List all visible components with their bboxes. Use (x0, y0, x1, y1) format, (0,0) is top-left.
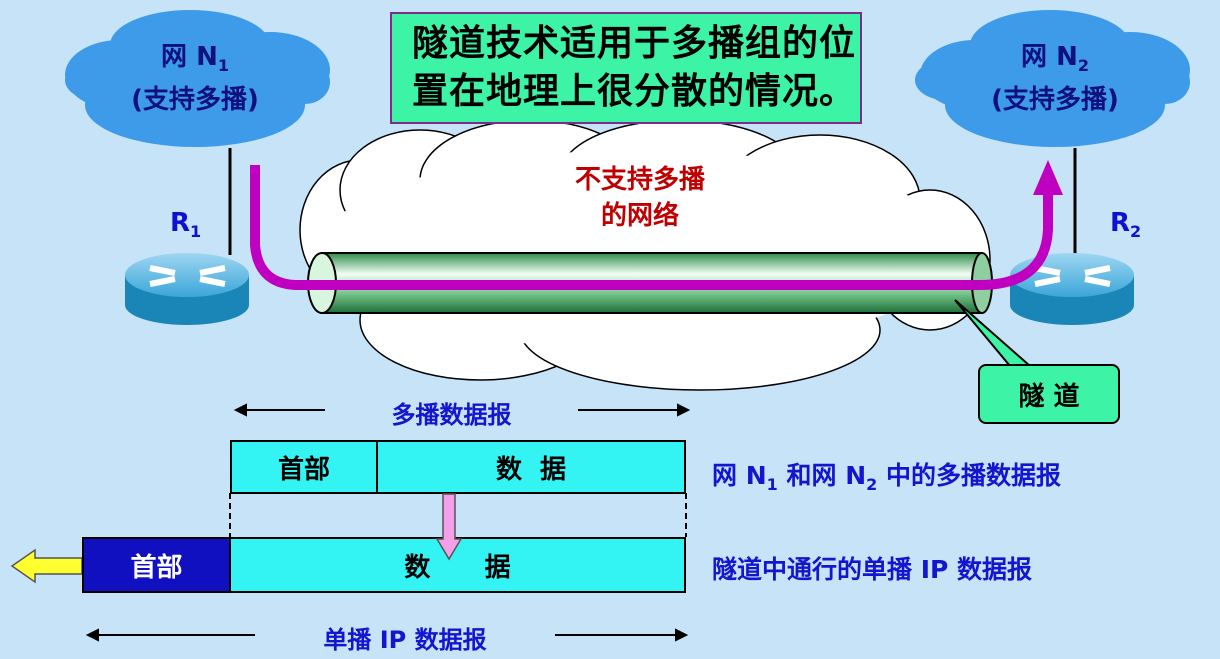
caption-part: 和网 N (777, 461, 867, 490)
multicast-datagram-caption: 网 N1 和网 N2 中的多播数据报 (712, 456, 1061, 494)
r1-subscript: 1 (190, 222, 202, 241)
dashed-guides (229, 493, 687, 537)
caption-part: 中的多播数据报 (877, 461, 1061, 490)
no-multicast-network-label: 不支持多播 的网络 (520, 162, 760, 234)
unicast-datagram: 首部 数 据 (82, 537, 686, 593)
multicast-datagram-title: 多播数据报 (391, 401, 512, 429)
unicast-data-field: 数 据 (231, 537, 686, 593)
router-r2-label: R2 (1110, 208, 1141, 241)
multicast-datagram: 首部 数 据 (230, 440, 686, 494)
span-arrows (85, 403, 691, 642)
unicast-header-field: 首部 (82, 537, 231, 593)
n1-name: 网 N (161, 42, 218, 72)
router-r2-icon (1010, 253, 1134, 325)
network-n1-label: 网 N1 (支持多播) (90, 40, 300, 117)
cloud-n2 (915, 10, 1190, 147)
unicast-datagram-title: 单播 IP 数据报 (323, 626, 487, 654)
multicast-header-field: 首部 (230, 440, 378, 494)
r1-text: R (170, 208, 191, 238)
encapsulation-down-arrow (436, 493, 462, 561)
router-r1-icon (125, 253, 249, 325)
no-multicast-line-1: 不支持多播 (574, 165, 705, 195)
tunnel-callout: 隧 道 (978, 364, 1120, 424)
multicast-data-field: 数 据 (378, 440, 686, 494)
r2-subscript: 2 (1130, 222, 1142, 241)
router-r1-label: R1 (170, 208, 201, 241)
tip-box: 隧道技术适用于多播组的位 置在地理上很分散的情况。 (390, 12, 862, 124)
r2-text: R (1110, 208, 1131, 238)
tip-line-1: 隧道技术适用于多播组的位 (412, 23, 857, 64)
no-multicast-line-2: 的网络 (600, 201, 679, 231)
n1-note: (支持多播) (131, 85, 259, 115)
caption-subscript: 1 (766, 475, 778, 494)
yellow-left-arrow (10, 548, 83, 584)
n2-name: 网 N (1021, 42, 1078, 72)
n1-subscript: 1 (217, 56, 229, 75)
n2-subscript: 2 (1077, 56, 1089, 75)
tip-line-2: 置在地理上很分散的情况。 (412, 71, 857, 112)
unicast-datagram-caption: 隧道中通行的单播 IP 数据报 (712, 555, 1033, 584)
caption-part: 网 N (712, 461, 767, 490)
network-n2-label: 网 N2 (支持多播) (950, 40, 1160, 117)
cloud-n1 (65, 10, 330, 147)
caption-subscript: 2 (866, 475, 878, 494)
n2-note: (支持多播) (991, 85, 1119, 115)
multicast-path-arrow (250, 165, 1053, 290)
